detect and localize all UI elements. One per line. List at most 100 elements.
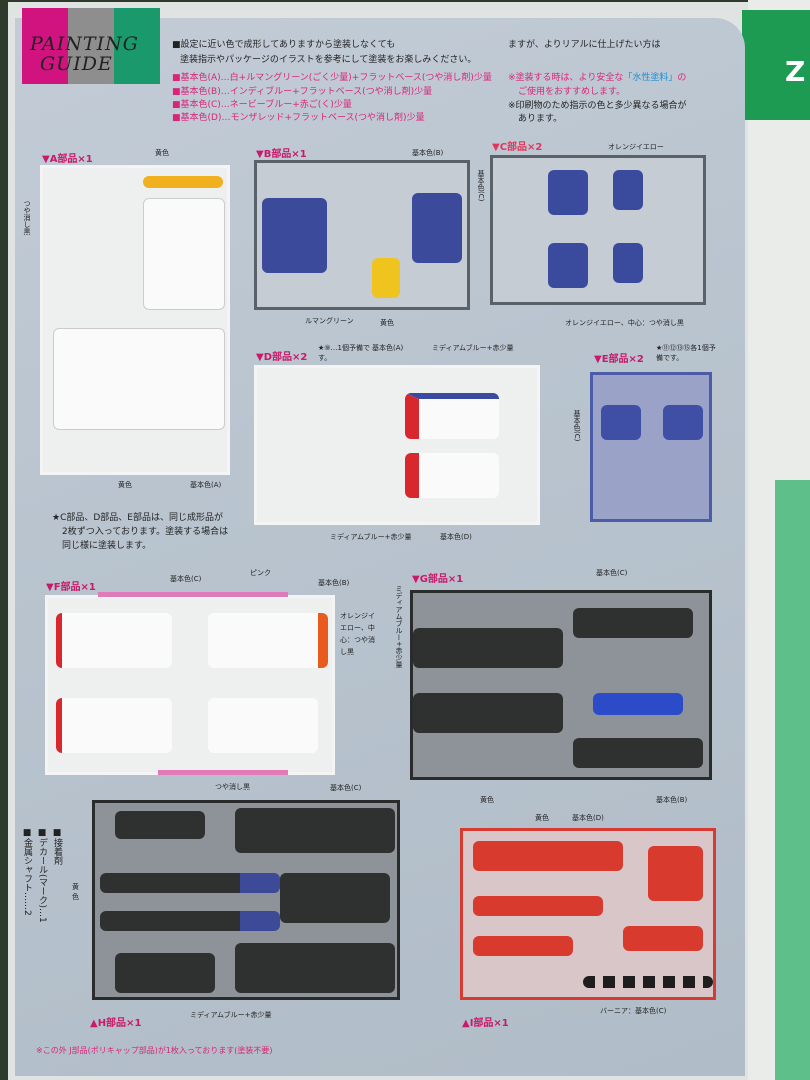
- footer-note: ※この外 J部品(ポリキャップ部品)が1枚入っております(塗装不要): [36, 1046, 273, 1055]
- part-black: [413, 693, 563, 733]
- section-f-label: ▼F部品×1: [46, 582, 96, 593]
- part-navy: [262, 198, 327, 273]
- annotation: 黄色: [155, 149, 169, 157]
- part-white: [208, 613, 328, 668]
- annotation: ミディアムブルー+赤少量: [330, 533, 412, 541]
- part-white: [56, 698, 172, 753]
- part-navy: [613, 243, 643, 283]
- extra-adhesive: ■接着剤: [52, 828, 62, 865]
- annotation: バーニア：基本色(C): [600, 1007, 667, 1015]
- annotation: 黄色: [480, 796, 494, 804]
- annotation: 黄色: [380, 319, 394, 327]
- annotation: オレンジイエロー、中心：つや消し黒: [340, 612, 375, 656]
- annotation: 基本色(C): [477, 170, 485, 202]
- part-navy: [412, 193, 462, 263]
- part-red: [648, 846, 703, 901]
- section-i-label: ▲I部品×1: [462, 1018, 509, 1029]
- part-red-white: [405, 453, 499, 498]
- annotation: 基本色(A): [372, 344, 404, 352]
- part-black: [235, 808, 395, 853]
- annotation: ピンク: [250, 569, 271, 577]
- intro-line2: 塗装指示やパッケージのイラストを参考にして塗装をお楽しみください。: [180, 55, 477, 65]
- annotation: ミディアムブルー+赤少量: [395, 585, 403, 668]
- part-navy: [601, 405, 641, 440]
- part-black: [280, 873, 390, 923]
- section-d-label: ▼D部品×2: [256, 352, 308, 363]
- part-blue: [593, 693, 683, 715]
- annotation: 基本色(B): [656, 796, 688, 804]
- annotation: ミディアムブルー+赤少量: [432, 344, 514, 352]
- sprue-i: [460, 828, 716, 1000]
- annotation: オレンジイエロー: [608, 143, 664, 151]
- annotation: 基本色(B): [412, 149, 444, 157]
- part-white: [53, 328, 225, 430]
- annotation: つや消し黒: [23, 200, 31, 235]
- intro-line1: ■設定に近い色で成形してありますから塗装しなくても: [172, 40, 396, 50]
- base-color-c: ■基本色(C)…ネービーブルー+赤ご(く)少量: [172, 100, 352, 110]
- base-color-b: ■基本色(B)…インディブルー+フラットベース(つや消し剤)少量: [172, 87, 433, 97]
- safety-note-2: ご使用をおすすめします。: [518, 87, 626, 97]
- part-white: [143, 198, 225, 310]
- base-color-a: ■基本色(A)…白+ルマングリーン(ごく少量)+フラットベース(つや消し剤)少量: [172, 73, 492, 83]
- part-black: [235, 943, 395, 993]
- annotation: 黄色: [72, 883, 79, 901]
- part-black: [115, 811, 205, 839]
- section-e-label: ▼E部品×2: [594, 354, 644, 365]
- annotation: 基本色(C): [330, 784, 362, 792]
- part-navy: [663, 405, 703, 440]
- sprue-b: [254, 160, 470, 310]
- cde-note-1: ★C部品、D部品、E部品は、同じ成形品が: [52, 513, 223, 523]
- annotation: ★⑪⑫⑬⑮各1個予備です。: [656, 344, 716, 362]
- annotation: 基本色(D): [440, 533, 472, 541]
- annotation: 黄色: [535, 814, 549, 822]
- extra-metal-shaft: ■金属シャフト……2: [22, 828, 32, 916]
- part-yellow: [372, 258, 400, 298]
- section-c-label: ▼C部品×2: [492, 142, 543, 153]
- print-note-2: あります。: [518, 114, 563, 124]
- sprue-h: [92, 800, 400, 1000]
- part-yellow: [143, 176, 223, 188]
- sprue-a: [40, 165, 230, 475]
- annotation: 黄色: [118, 481, 132, 489]
- adjacent-page-header: [742, 10, 810, 120]
- part-black: [573, 738, 703, 768]
- section-a-label: ▼A部品×1: [42, 154, 93, 165]
- annotation: 基本色(C): [573, 410, 581, 442]
- annotation: ルマングリーン: [305, 317, 354, 325]
- part-white: [56, 613, 172, 668]
- part-red: [473, 936, 573, 956]
- sprue-c: [490, 155, 706, 305]
- part-navy: [613, 170, 643, 210]
- section-g-label: ▼G部品×1: [412, 574, 464, 585]
- annotation: 基本色(B): [318, 579, 350, 587]
- sprue-e: [590, 372, 712, 522]
- annotation: 基本色(D): [572, 814, 604, 822]
- adjacent-page-panel: [775, 480, 810, 1080]
- part-navy: [548, 170, 588, 215]
- part-red: [473, 841, 623, 871]
- cde-note-2: 2枚ずつ入っております。塗装する場合は: [62, 527, 229, 537]
- section-h-label: ▲H部品×1: [90, 1018, 142, 1029]
- part-black: [573, 608, 693, 638]
- section-b-label: ▼B部品×1: [256, 149, 307, 160]
- painting-guide-logo: [22, 8, 160, 84]
- cde-note-3: 同じ様に塗装します。: [62, 541, 152, 551]
- sprue-g: [410, 590, 712, 780]
- part-pink: [98, 592, 288, 597]
- print-note: ※印刷物のため指示の色と多少異なる場合が: [508, 101, 687, 111]
- annotation: ★⑨…1個予備です。: [318, 344, 371, 362]
- part-verniers: [583, 976, 713, 988]
- intro-line1b: ますが、よりリアルに仕上げたい方は: [508, 40, 661, 50]
- annotation: 基本色(C): [596, 569, 628, 577]
- part-red-white: [405, 393, 499, 439]
- part-black-blue: [100, 873, 280, 893]
- part-red: [623, 926, 703, 951]
- part-pink: [158, 770, 288, 775]
- sprue-d: [254, 365, 540, 525]
- part-black: [115, 953, 215, 993]
- annotation: オレンジイエロー、中心：つや消し黒: [565, 319, 684, 327]
- adjacent-page-letter: Z: [785, 55, 806, 88]
- annotation: 基本色(A): [190, 481, 222, 489]
- base-color-d: ■基本色(D)…モンザレッド+フラットベース(つや消し剤)少量: [172, 113, 425, 123]
